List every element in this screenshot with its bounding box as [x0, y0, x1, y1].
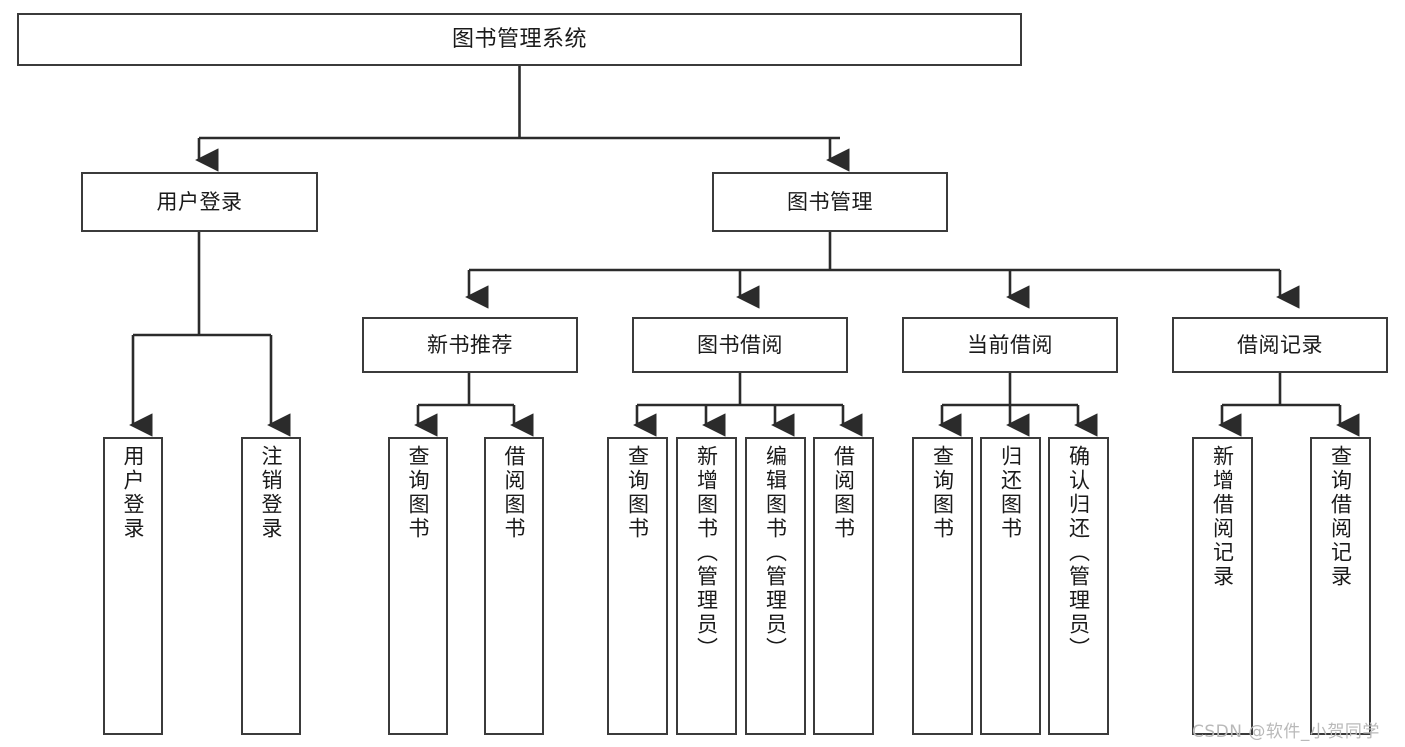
node-leaf-query-borrow-record[interactable]: 查询借阅记录	[1310, 437, 1371, 735]
node-leaf-edit-book-admin[interactable]: 编辑图书（管理员）	[745, 437, 806, 735]
node-label: 图书管理	[787, 189, 873, 214]
node-label: 借阅记录	[1237, 332, 1323, 357]
csdn-watermark: CSDN @软件_小贺同学	[1192, 722, 1380, 742]
node-label: 图书借阅	[697, 332, 783, 357]
node-label: 新增图书（管理员）	[694, 445, 719, 661]
node-label: 用户登录	[121, 445, 146, 541]
node-label: 用户登录	[156, 189, 243, 214]
node-new-book-recommend[interactable]: 新书推荐	[362, 317, 578, 373]
node-label: 借阅图书	[502, 445, 527, 541]
node-label: 新增借阅记录	[1210, 445, 1235, 589]
node-leaf-query-book-recommend[interactable]: 查询图书	[388, 437, 448, 735]
node-leaf-confirm-return-admin[interactable]: 确认归还（管理员）	[1048, 437, 1109, 735]
node-label: 借阅图书	[831, 445, 856, 541]
node-leaf-query-book-borrow[interactable]: 查询图书	[607, 437, 668, 735]
node-label: 归还图书	[998, 445, 1023, 541]
node-label: 编辑图书（管理员）	[763, 445, 788, 661]
node-label: 确认归还（管理员）	[1066, 445, 1091, 661]
node-label: 查询图书	[930, 445, 955, 541]
node-leaf-add-book-admin[interactable]: 新增图书（管理员）	[676, 437, 737, 735]
node-label: 当前借阅	[967, 332, 1053, 357]
node-label: 图书管理系统	[451, 26, 587, 52]
node-user-login[interactable]: 用户登录	[81, 172, 318, 232]
node-leaf-return-book[interactable]: 归还图书	[980, 437, 1041, 735]
node-root-book-management-system[interactable]: 图书管理系统	[17, 13, 1022, 66]
node-leaf-user-login[interactable]: 用户登录	[103, 437, 163, 735]
node-leaf-query-book-current[interactable]: 查询图书	[912, 437, 973, 735]
node-book-management[interactable]: 图书管理	[712, 172, 948, 232]
node-leaf-borrow-book-recommend[interactable]: 借阅图书	[484, 437, 544, 735]
node-label: 新书推荐	[427, 332, 513, 357]
node-borrow-record[interactable]: 借阅记录	[1172, 317, 1388, 373]
node-current-borrow[interactable]: 当前借阅	[902, 317, 1118, 373]
node-label: 查询图书	[406, 445, 431, 541]
node-leaf-add-borrow-record[interactable]: 新增借阅记录	[1192, 437, 1253, 735]
node-leaf-borrow-book[interactable]: 借阅图书	[813, 437, 874, 735]
node-label: 查询图书	[625, 445, 650, 541]
node-label: 注销登录	[259, 445, 284, 541]
node-leaf-logout[interactable]: 注销登录	[241, 437, 301, 735]
node-label: 查询借阅记录	[1328, 445, 1353, 589]
node-book-borrow[interactable]: 图书借阅	[632, 317, 848, 373]
